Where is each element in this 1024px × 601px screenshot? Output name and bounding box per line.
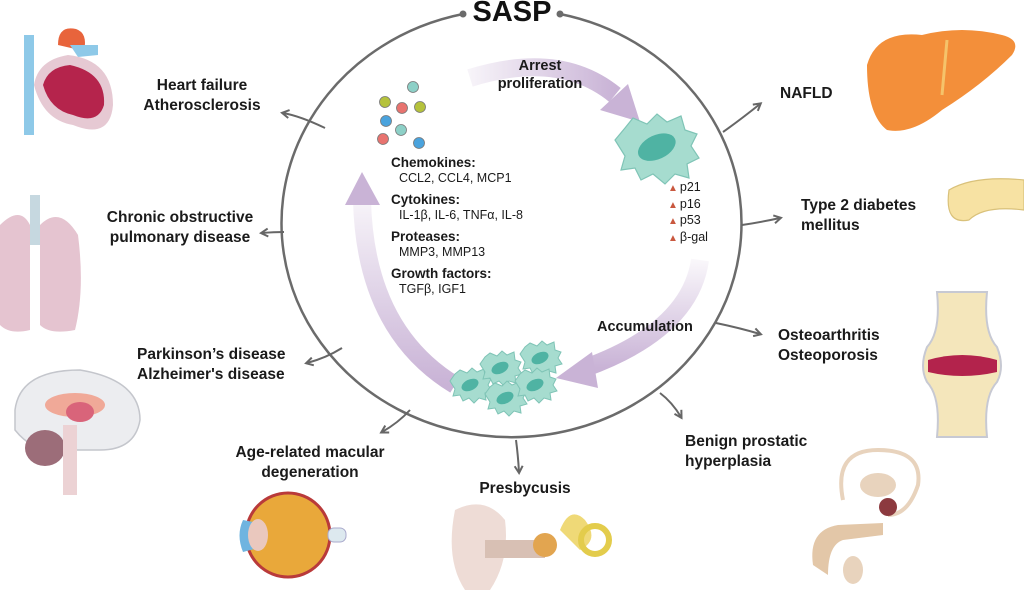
factor-heading-cytokines: Cytokines:: [391, 192, 461, 207]
senescent-cell: [514, 367, 558, 404]
factor-values-chemokines: CCL2, CCL4, MCP1: [399, 170, 512, 185]
heart-illustration: [24, 28, 113, 135]
secreted-particle: [379, 96, 391, 108]
senescence-marker-list: ▲p21 ▲p16 ▲p53 ▲β-gal: [668, 180, 708, 246]
arrow-neuro: [307, 347, 343, 363]
factor-values-growth-factors: TGFβ, IGF1: [399, 281, 466, 296]
joint-illustration: [922, 291, 1002, 438]
arrow-bph: [659, 392, 681, 417]
ring-end-dot-left: [459, 10, 467, 18]
marker-item: ▲p16: [668, 196, 701, 211]
eye-illustration: [239, 491, 347, 579]
arrow-copd: [262, 232, 285, 233]
ring-end-dot-right: [556, 10, 564, 18]
cycle-arrow-arrest-head: [600, 84, 640, 122]
arrow-presbycusis: [516, 439, 519, 472]
ear-illustration: [451, 504, 612, 590]
label-accumulation: Accumulation: [597, 319, 693, 335]
arrest-line-1: Arrest: [518, 58, 562, 74]
label-presbycusis: Presbycusis: [479, 480, 571, 497]
secreted-particle: [414, 101, 426, 113]
label-copd: Chronic obstructive pulmonary disease: [106, 209, 254, 246]
factor-heading-chemokines: Chemokines:: [391, 155, 476, 170]
marker-item: ▲β-gal: [668, 229, 708, 244]
arrow-osteo: [715, 322, 760, 334]
sasp-ring: [280, 12, 743, 439]
senescent-cell: [449, 367, 493, 404]
lungs-illustration: [0, 195, 81, 332]
label-amd: Age-related macular degeneration: [235, 444, 385, 481]
cycle-arrow-return-head: [345, 172, 380, 205]
up-triangle-icon: ▲: [668, 199, 678, 211]
label-heart: Heart failure Atherosclerosis: [143, 77, 261, 114]
cycle-arrow-arrest: [467, 58, 621, 103]
up-triangle-icon: ▲: [668, 183, 678, 194]
marker-item: ▲p21: [668, 180, 701, 194]
brain-illustration: [14, 369, 141, 495]
diagram-title: SASP: [472, 0, 552, 28]
marker-item: ▲p53: [668, 213, 701, 227]
arrow-diabetes: [741, 218, 780, 226]
senescent-cell: [614, 113, 700, 185]
up-triangle-icon: ▲: [668, 216, 678, 227]
factor-heading-proteases: Proteases:: [391, 229, 461, 244]
factor-heading-growth-factors: Growth factors:: [391, 266, 492, 281]
label-nafld: NAFLD: [780, 85, 833, 102]
pancreas-illustration: [947, 178, 1024, 222]
label-bph: Benign prostatic hyperplasia: [685, 433, 808, 470]
secreted-particle: [377, 133, 389, 145]
up-triangle-icon: ▲: [668, 232, 678, 244]
factor-values-proteases: MMP3, MMP13: [399, 244, 486, 259]
secreted-particle: [407, 81, 419, 93]
arrow-nafld: [722, 104, 760, 133]
sasp-factor-list: Chemokines: CCL2, CCL4, MCP1 Cytokines: …: [391, 155, 523, 297]
senescent-cell: [484, 380, 528, 417]
arrow-amd: [382, 409, 411, 432]
label-arrest-proliferation: Arrest proliferation: [470, 57, 610, 93]
label-osteo: Osteoarthritis Osteoporosis: [778, 327, 880, 364]
factor-values-cytokines: IL-1β, IL-6, TNFα, IL-8: [399, 207, 523, 222]
arrow-heart: [283, 113, 326, 129]
label-neuro: Parkinson’s disease Alzheimer's disease: [137, 346, 286, 383]
cycle-arrow-accumulation: [581, 258, 709, 377]
senescent-cell: [519, 340, 563, 377]
secreted-particle: [380, 115, 392, 127]
secreted-particle: [396, 102, 408, 114]
label-diabetes: Type 2 diabetes mellitus: [801, 197, 917, 234]
secreted-particle: [395, 124, 407, 136]
secreted-particle: [413, 137, 425, 149]
prostate-illustration: [812, 447, 921, 584]
liver-illustration: [867, 30, 1016, 131]
disease-arrows: [262, 104, 780, 472]
cycle-arrow-return: [353, 199, 460, 393]
secreted-particles: [377, 81, 426, 149]
senescent-cell-cluster: [449, 340, 563, 417]
arrest-line-2: proliferation: [497, 76, 583, 92]
cycle-arrow-accumulation-head: [556, 352, 598, 388]
